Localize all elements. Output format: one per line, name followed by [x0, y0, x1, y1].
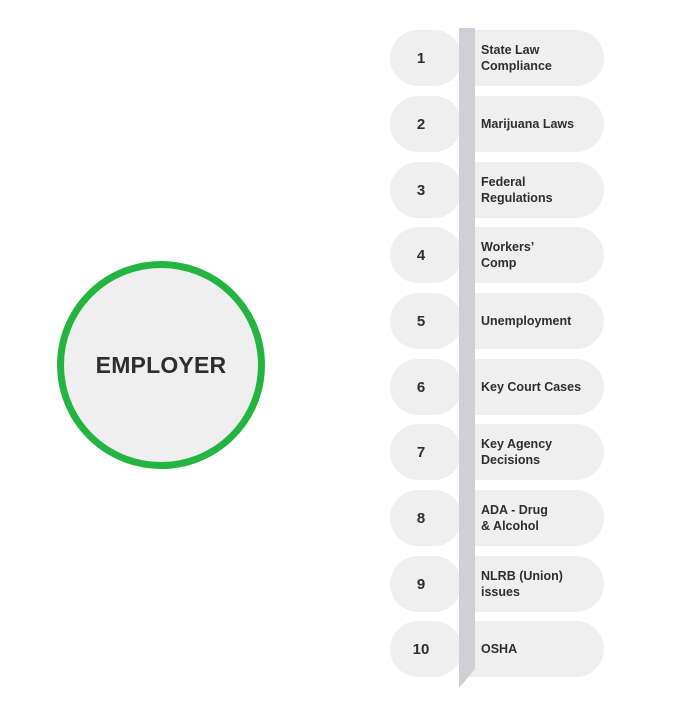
topic-label-pill: Marijuana Laws	[462, 96, 604, 152]
topic-label-pill: Unemployment	[462, 293, 604, 349]
topic-number-pill: 7	[390, 424, 462, 480]
topic-number: 1	[416, 49, 426, 67]
topic-label: NLRB (Union) issues	[481, 569, 563, 599]
topic-item-8: 8 ADA - Drug & Alcohol	[390, 490, 604, 546]
employer-label: EMPLOYER	[95, 351, 227, 378]
topic-label: Key Court Cases	[481, 380, 582, 394]
topic-label: State Law Compliance	[481, 43, 552, 73]
topic-label-pill: State Law Compliance	[462, 30, 604, 86]
topic-number: 3	[416, 181, 426, 199]
topic-item-10: 10 OSHA	[390, 621, 604, 677]
topic-number: 2	[416, 115, 426, 133]
topic-label: OSHA	[481, 642, 518, 656]
topic-number: 6	[416, 378, 426, 396]
topic-label-pill: Federal Regulations	[462, 162, 604, 218]
employer-circle: EMPLOYER	[57, 261, 265, 469]
topic-list: 1 State Law Compliance 2 Marijuana Laws …	[390, 30, 604, 690]
topic-label-pill: OSHA	[462, 621, 604, 677]
topic-label: Marijuana Laws	[481, 117, 575, 131]
topic-number-pill: 2	[390, 96, 462, 152]
topic-number-pill: 4	[390, 227, 462, 283]
topic-item-7: 7 Key Agency Decisions	[390, 424, 604, 480]
topic-item-1: 1 State Law Compliance	[390, 30, 604, 86]
topic-label-pill: Key Agency Decisions	[462, 424, 604, 480]
topic-number-pill: 6	[390, 359, 462, 415]
topic-number-pill: 8	[390, 490, 462, 546]
topic-label: ADA - Drug & Alcohol	[481, 503, 548, 533]
topic-label-pill: Key Court Cases	[462, 359, 604, 415]
topic-number-pill: 5	[390, 293, 462, 349]
topic-item-3: 3 Federal Regulations	[390, 162, 604, 218]
topic-number: 10	[412, 640, 430, 658]
topic-label-pill: Workers’ Comp	[462, 227, 604, 283]
topic-item-6: 6 Key Court Cases	[390, 359, 604, 415]
topic-item-9: 9 NLRB (Union) issues	[390, 556, 604, 612]
topic-number: 4	[416, 246, 426, 264]
topic-label: Key Agency Decisions	[481, 437, 553, 467]
topic-number: 9	[416, 575, 426, 593]
topic-number: 5	[416, 312, 426, 330]
topic-item-2: 2 Marijuana Laws	[390, 96, 604, 152]
topic-item-4: 4 Workers’ Comp	[390, 227, 604, 283]
topic-label-pill: NLRB (Union) issues	[462, 556, 604, 612]
topic-number-pill: 9	[390, 556, 462, 612]
topic-number-pill: 1	[390, 30, 462, 86]
topic-number-pill: 3	[390, 162, 462, 218]
topic-item-5: 5 Unemployment	[390, 293, 604, 349]
topic-number-pill: 10	[390, 621, 462, 677]
topic-label: Unemployment	[481, 314, 572, 328]
topic-label-pill: ADA - Drug & Alcohol	[462, 490, 604, 546]
topic-label: Federal Regulations	[481, 175, 553, 205]
topic-label: Workers’ Comp	[481, 240, 535, 270]
topic-number: 8	[416, 509, 426, 527]
topic-number: 7	[416, 443, 426, 461]
